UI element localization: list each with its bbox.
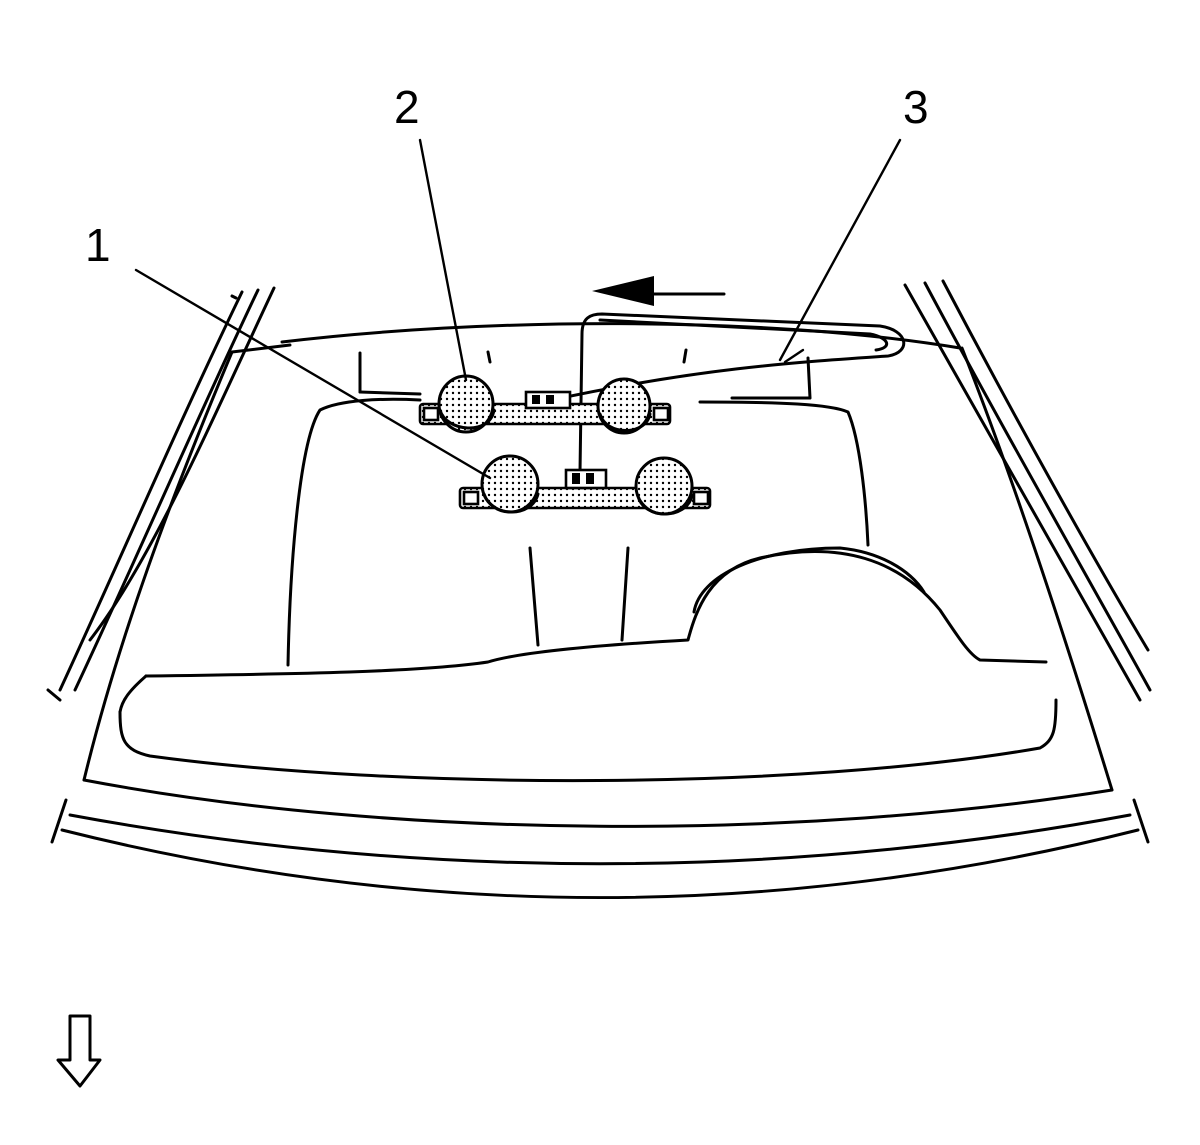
- down-arrow-outline-icon: [56, 1014, 102, 1088]
- leader-lines: [134, 138, 902, 480]
- callout-3: 3: [903, 81, 929, 133]
- upper-speaker-assembly: [418, 374, 672, 435]
- vehicle-body-outline: [46, 279, 1152, 899]
- callout-1: 1: [85, 219, 111, 271]
- arrow-left-icon: [592, 276, 726, 306]
- callout-2: 2: [394, 81, 420, 133]
- speaker-harness: [550, 312, 906, 474]
- lower-speaker-assembly: [458, 454, 712, 516]
